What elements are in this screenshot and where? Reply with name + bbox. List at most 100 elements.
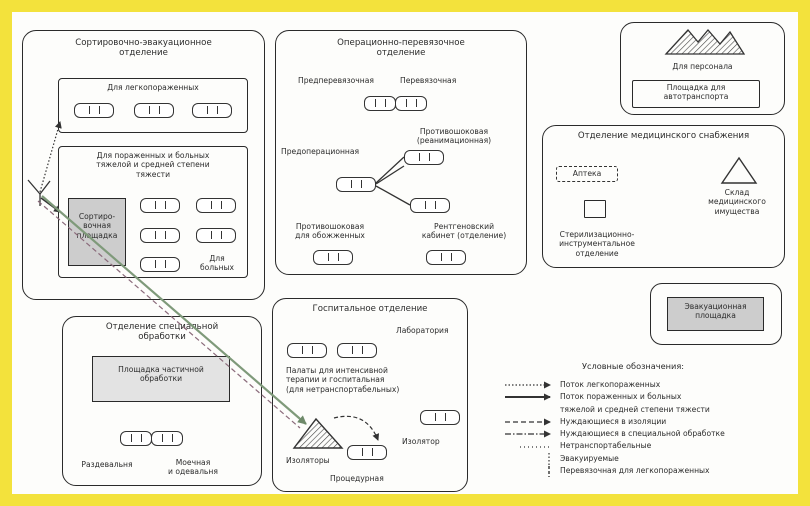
wards-label: Палаты для интенсивной терапии и госпита… xyxy=(286,366,399,394)
stretcher-icon xyxy=(134,103,174,118)
label-line: кабинет (отделение) xyxy=(421,231,507,241)
title-line: тяжелой и средней степени xyxy=(96,160,210,170)
label-line: (реанимационная) xyxy=(416,136,492,146)
light-injured-title: Для легкопораженных xyxy=(107,83,199,92)
vehicle-site-label: Площадка для автотранспорта xyxy=(632,83,760,102)
stretcher-icon xyxy=(364,96,396,111)
medical-supply-dept xyxy=(542,125,785,268)
label-line: Палаты для интенсивной xyxy=(286,366,388,375)
sick-label: Для больных xyxy=(194,254,240,273)
stretcher-icon xyxy=(192,103,232,118)
title-line: отделение xyxy=(119,48,168,59)
washing-label: Моечная и одевальня xyxy=(158,458,228,477)
dressing-label: Перевязочная xyxy=(400,76,457,85)
label-line: терапии и госпитальная xyxy=(286,375,385,385)
partial-treatment-label: Площадка частичной обработки xyxy=(92,365,230,384)
label-line: Рентгеновский xyxy=(433,222,495,231)
title-line: Для пораженных и больных xyxy=(96,151,210,160)
xray-label: Рентгеновский кабинет (отделение) xyxy=(412,222,516,241)
sorting-dept-title: Сортировочно-эвакуационное отделение xyxy=(22,38,265,59)
label-line: автотранспорта xyxy=(663,92,729,102)
severe-injured-title: Для пораженных и больных тяжелой и средн… xyxy=(58,151,248,179)
pre-operating-label: Предоперационная xyxy=(281,147,360,156)
title-line: Отделение специальной xyxy=(105,322,219,332)
label-line: (для нетранспортабельных) xyxy=(286,384,400,394)
pharmacy-box xyxy=(556,166,618,182)
label-line: Сортиро- xyxy=(78,212,116,221)
stretcher-icon xyxy=(140,228,180,243)
legend-item: Эвакуируемые xyxy=(560,453,619,463)
label-line: больных xyxy=(199,263,235,273)
evacuation-site-label: Эвакуационная площадка xyxy=(667,302,764,321)
stretcher-icon xyxy=(151,431,183,446)
stretcher-icon xyxy=(420,410,460,425)
light-injured-area xyxy=(58,78,248,133)
label-line: обработки xyxy=(139,374,183,384)
pharmacy-label: Аптека xyxy=(572,169,602,178)
label-line: инструментальное xyxy=(559,239,635,249)
stretcher-icon xyxy=(140,257,180,272)
legend-item: Нетранспортабельные xyxy=(560,441,652,451)
operating-dressing-dept xyxy=(275,30,527,275)
label-line: Стерилизационно- xyxy=(559,230,635,239)
label-line: Моечная xyxy=(175,458,211,467)
title-line: обработки xyxy=(138,332,186,343)
stretcher-icon xyxy=(337,343,377,358)
isolators-label: Изоляторы xyxy=(286,456,330,465)
title-line: Сортировочно-эвакуационное xyxy=(75,38,212,48)
stretcher-icon xyxy=(347,445,387,460)
stretcher-icon xyxy=(426,250,466,265)
label-line: вочная xyxy=(83,221,111,231)
stretcher-icon xyxy=(120,431,152,446)
staff-label: Для персонала xyxy=(672,62,733,71)
stretcher-icon xyxy=(74,103,114,118)
label-line: площадка xyxy=(695,311,736,321)
title-line: отделение xyxy=(376,48,426,59)
staff-area xyxy=(620,22,785,115)
stretcher-icon xyxy=(410,198,450,213)
hospital-dept-title: Госпитальное отделение xyxy=(312,304,428,314)
legend-item: Поток пораженных и больных xyxy=(560,392,682,402)
label-line: Площадка для xyxy=(666,83,726,92)
stretcher-icon xyxy=(404,150,444,165)
label-line: Для xyxy=(209,254,225,263)
legend: Поток легкопораженных Поток пораженных и… xyxy=(560,379,725,477)
undressing-label: Раздевальня xyxy=(81,460,133,469)
stretcher-icon xyxy=(287,343,327,358)
sterilization-label: Стерилизационно- инструментальное отделе… xyxy=(548,230,646,258)
supply-dept-title: Отделение медицинского снабжения xyxy=(577,131,750,141)
antishock-icu-label: Противошоковая (реанимационная) xyxy=(398,127,510,146)
isolator-label: Изолятор xyxy=(402,437,440,446)
label-line: Противошоковая xyxy=(295,222,365,231)
antishock-burns-label: Противошоковая для обожженных xyxy=(283,222,377,241)
title-line: Операционно-перевязочное xyxy=(337,38,465,48)
pre-dressing-label: Предперевязочная xyxy=(298,76,374,85)
label-line: Склад xyxy=(724,188,750,197)
evacuation-area xyxy=(650,283,782,345)
label-line: имущества xyxy=(714,206,760,216)
label-line: Площадка частичной xyxy=(118,365,204,374)
title-line: тяжести xyxy=(135,169,171,179)
legend-item: тяжелой и средней степени тяжести xyxy=(560,404,710,414)
label-line: и одевальня xyxy=(168,467,218,477)
procedure-label: Процедурная xyxy=(330,474,384,483)
label-line: площадка xyxy=(76,230,118,240)
evacuation-site xyxy=(667,297,764,331)
sorting-site-label: Сортиро- вочная площадка xyxy=(68,212,126,240)
legend-item: Поток легкопораженных xyxy=(560,380,661,389)
stretcher-icon xyxy=(336,177,376,192)
stretcher-icon xyxy=(313,250,353,265)
legend-title: Условные обозначения: xyxy=(582,361,685,371)
sterilization-icon xyxy=(584,200,606,218)
stretcher-icon xyxy=(196,198,236,213)
legend-item: Нуждающиеся в изоляции xyxy=(560,416,667,426)
special-treatment-title: Отделение специальной обработки xyxy=(62,322,262,343)
label-line: Противошоковая xyxy=(419,127,489,136)
label-line: отделение xyxy=(575,248,619,258)
label-line: для обожженных xyxy=(295,231,365,241)
vehicle-site xyxy=(632,80,760,108)
stretcher-icon xyxy=(395,96,427,111)
legend-item: Нуждающиеся в специальной обработке xyxy=(560,429,725,439)
stretcher-icon xyxy=(140,198,180,213)
